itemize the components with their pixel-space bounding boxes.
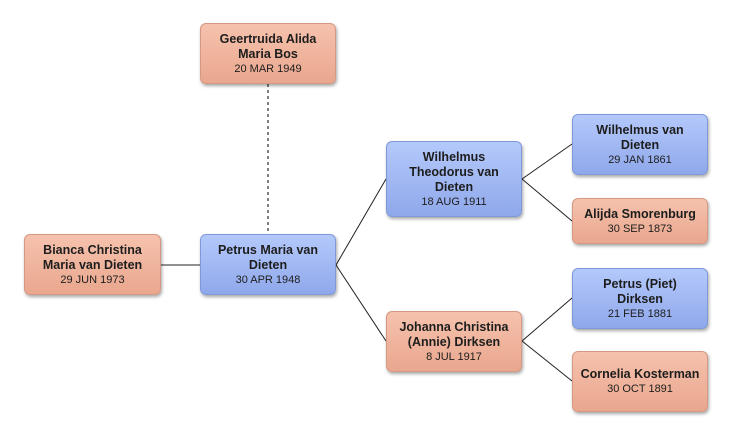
person-date: 29 JAN 1861 [608, 153, 672, 166]
person-card-petrus[interactable]: Petrus Maria van Dieten 30 APR 1948 [200, 234, 336, 295]
person-card-wilhelmus-theodorus[interactable]: Wilhelmus Theodorus van Dieten 18 AUG 19… [386, 141, 522, 217]
person-date: 29 JUN 1973 [60, 273, 125, 286]
person-name: Wilhelmus Theodorus van Dieten [409, 149, 499, 194]
person-date: 18 AUG 1911 [421, 195, 487, 208]
person-date: 30 APR 1948 [235, 273, 301, 286]
line-johanna-piet [521, 297, 573, 342]
line-petrus-johanna [335, 264, 387, 342]
line-johanna-cornelia [521, 340, 573, 382]
person-card-johanna[interactable]: Johanna Christina (Annie) Dirksen 8 JUL … [386, 311, 522, 372]
person-name: Geertruida Alida Maria Bos [219, 31, 317, 61]
person-name: Johanna Christina (Annie) Dirksen [399, 319, 509, 349]
person-name: Cornelia Kosterman [580, 367, 700, 381]
person-card-bianca[interactable]: Bianca Christina Maria van Dieten 29 JUN… [24, 234, 161, 295]
person-name: Petrus (Piet) Dirksen [603, 276, 677, 306]
person-card-alijda[interactable]: Alijda Smorenburg 30 SEP 1873 [572, 198, 708, 244]
person-name: Wilhelmus van Dieten [596, 122, 684, 152]
person-card-geertruida[interactable]: Geertruida Alida Maria Bos 20 MAR 1949 [200, 23, 336, 84]
person-card-cornelia[interactable]: Cornelia Kosterman 30 OCT 1891 [572, 351, 708, 412]
line-wilhelmus-t-wilhelmus [521, 143, 573, 180]
person-card-piet[interactable]: Petrus (Piet) Dirksen 21 FEB 1881 [572, 268, 708, 329]
person-name: Bianca Christina Maria van Dieten [42, 242, 143, 272]
person-date: 21 FEB 1881 [607, 307, 673, 320]
person-date: 8 JUL 1917 [426, 350, 482, 363]
person-card-wilhelmus[interactable]: Wilhelmus van Dieten 29 JAN 1861 [572, 114, 708, 175]
person-date: 30 OCT 1891 [607, 383, 673, 395]
person-date: 30 SEP 1873 [607, 222, 673, 235]
person-name: Alijda Smorenburg [584, 206, 696, 221]
line-petrus-wilhelmus-t [335, 178, 387, 266]
person-name: Petrus Maria van Dieten [217, 242, 319, 272]
person-date: 20 MAR 1949 [234, 62, 302, 75]
line-wilhelmus-t-alijda [521, 178, 573, 222]
